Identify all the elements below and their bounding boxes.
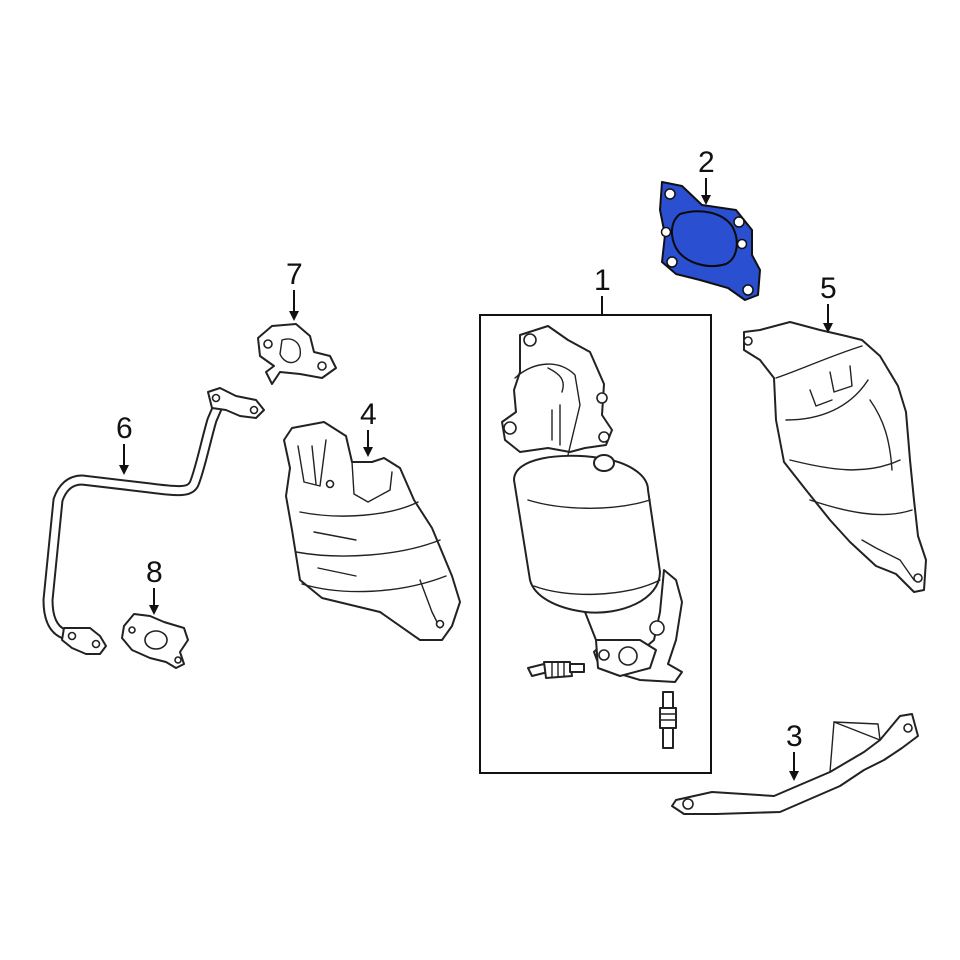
- callout-6-label: 6: [116, 412, 133, 445]
- part-7-flange-shape: [257, 323, 337, 385]
- part-2-gasket-shape: [659, 181, 761, 301]
- part-6-pipe-outer: [42, 400, 224, 642]
- part-4-heat-shield[interactable]: [283, 421, 461, 641]
- callout-4-label: 4: [360, 398, 377, 431]
- part-2-hole-6: [742, 284, 754, 296]
- part-2-hole-5: [666, 256, 678, 268]
- callout-2: 2: [698, 146, 715, 205]
- part-5-upper-heat-shield-shape: [743, 321, 927, 593]
- part-1-stud-vertical: [659, 691, 677, 749]
- part-2-hole-2: [733, 216, 745, 228]
- callout-7-label: 7: [286, 258, 303, 291]
- part-2-hole-4: [736, 238, 748, 250]
- part-6-bottom-flange: [61, 627, 107, 655]
- callout-1-label: 1: [594, 264, 611, 297]
- part-6-pipe[interactable]: [42, 387, 265, 655]
- part-1-stud-horizontal: [527, 661, 585, 679]
- callout-2-label: 2: [698, 146, 715, 179]
- callout-8-label: 8: [146, 556, 163, 589]
- part-1-manifold-flange: [501, 325, 613, 453]
- callout-5-label: 5: [820, 272, 837, 305]
- part-2-hole-3: [660, 226, 672, 238]
- callout-5: 5: [820, 272, 837, 333]
- callout-7: 7: [286, 258, 303, 321]
- part-4-heat-shield-shape: [283, 421, 461, 641]
- part-6-pipe-inner: [44, 402, 222, 640]
- part-2-gasket[interactable]: [659, 181, 761, 301]
- callout-1: 1: [594, 264, 611, 315]
- part-1-frame-box: [479, 314, 712, 774]
- part-1-converter-body: [513, 454, 661, 614]
- part-1-catalytic-converter-group[interactable]: [479, 314, 712, 774]
- callout-6: 6: [116, 412, 133, 475]
- part-5-upper-heat-shield[interactable]: [743, 321, 927, 593]
- callout-3-label: 3: [786, 720, 803, 753]
- part-7-flange[interactable]: [257, 323, 337, 385]
- callout-4: 4: [360, 398, 377, 457]
- callout-3: 3: [786, 720, 803, 781]
- part-3-bracket-shape: [671, 713, 919, 815]
- part-2-hole-1: [664, 188, 676, 200]
- part-2-gasket-inner: [670, 210, 738, 267]
- callout-8: 8: [146, 556, 163, 615]
- part-3-bracket[interactable]: [671, 713, 919, 815]
- part-8-gasket[interactable]: [121, 613, 189, 669]
